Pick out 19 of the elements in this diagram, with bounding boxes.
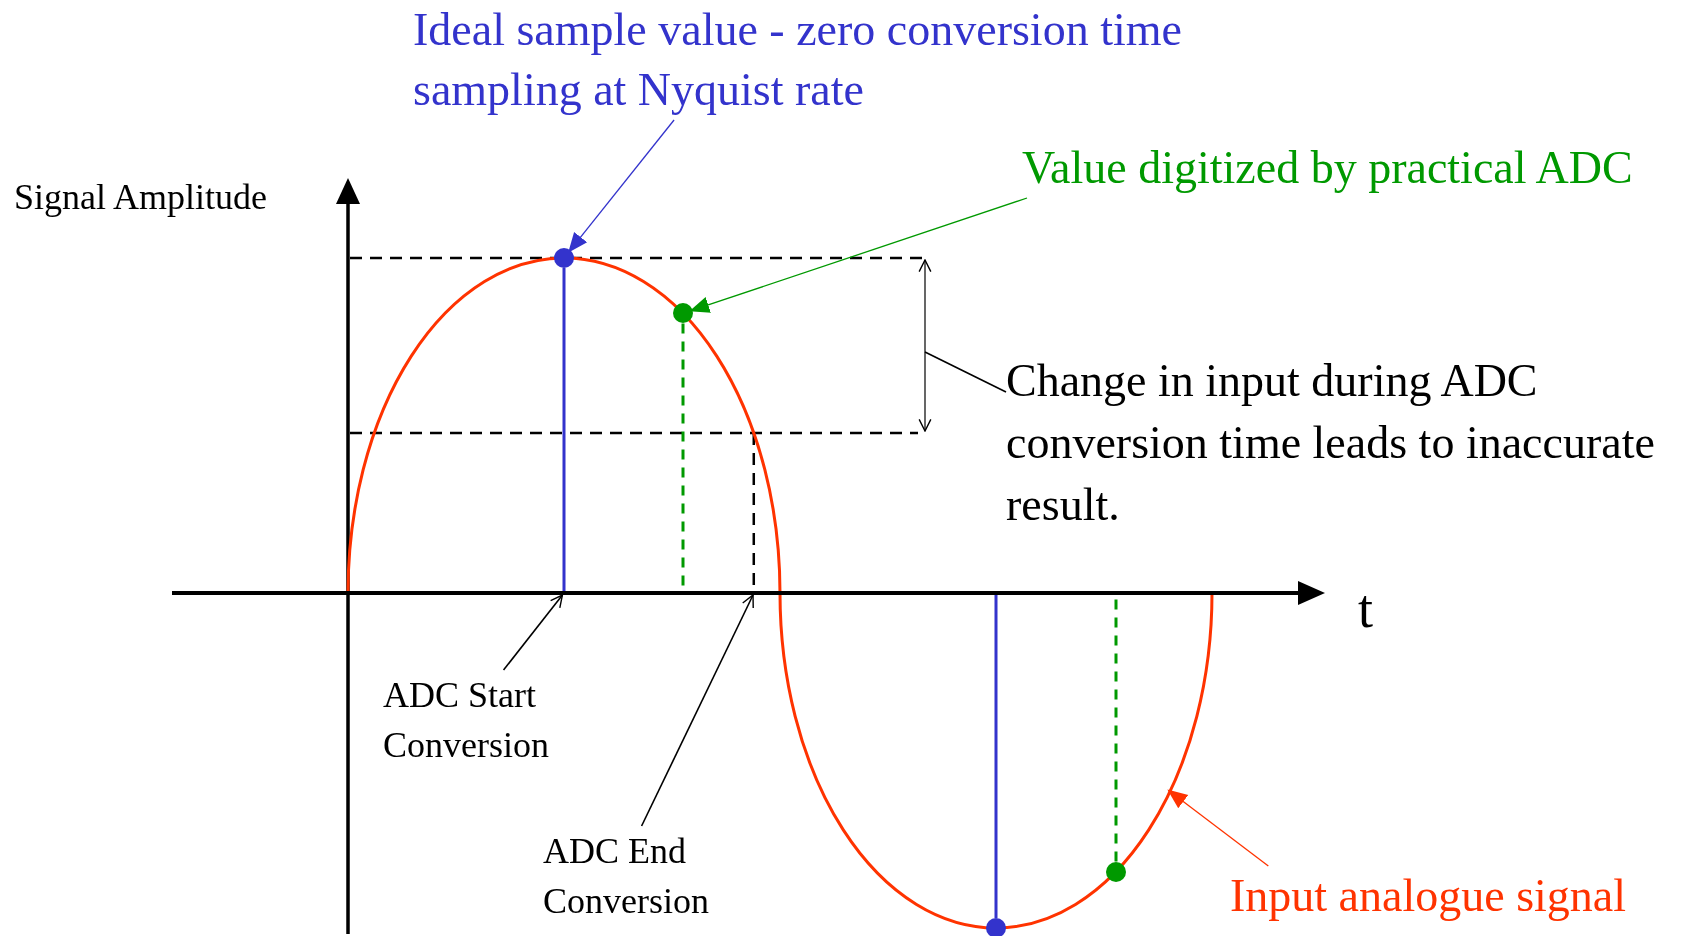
- annotation-text: Value digitized by practical ADC: [1022, 138, 1672, 198]
- sample-dot: [1106, 861, 1126, 882]
- leader-line: [924, 351, 1007, 393]
- leader-arrow: [1167, 789, 1269, 867]
- sample-dot: [673, 303, 693, 324]
- leader-arrow: [568, 119, 675, 253]
- sample-dot: [986, 918, 1006, 936]
- axis-label: t: [1358, 578, 1373, 640]
- annotation-text: Change in input during ADC conversion time leads to inaccurate result.: [1006, 350, 1666, 536]
- annotation-text: ADC Start Conversion: [383, 670, 598, 770]
- annotation-text: Ideal sample value - zero conversion time sampling at Nyquist rate: [413, 0, 1243, 120]
- leader-arrow: [502, 594, 564, 671]
- annotation-text: ADC End Conversion: [543, 826, 758, 926]
- annotation-text: Input analogue signal: [1230, 866, 1700, 926]
- sample-line: [562, 268, 566, 591]
- sample-line: [994, 595, 998, 918]
- sample-dot: [554, 248, 574, 268]
- leader-arrow: [640, 594, 754, 827]
- axis-label: Signal Amplitude: [14, 176, 267, 218]
